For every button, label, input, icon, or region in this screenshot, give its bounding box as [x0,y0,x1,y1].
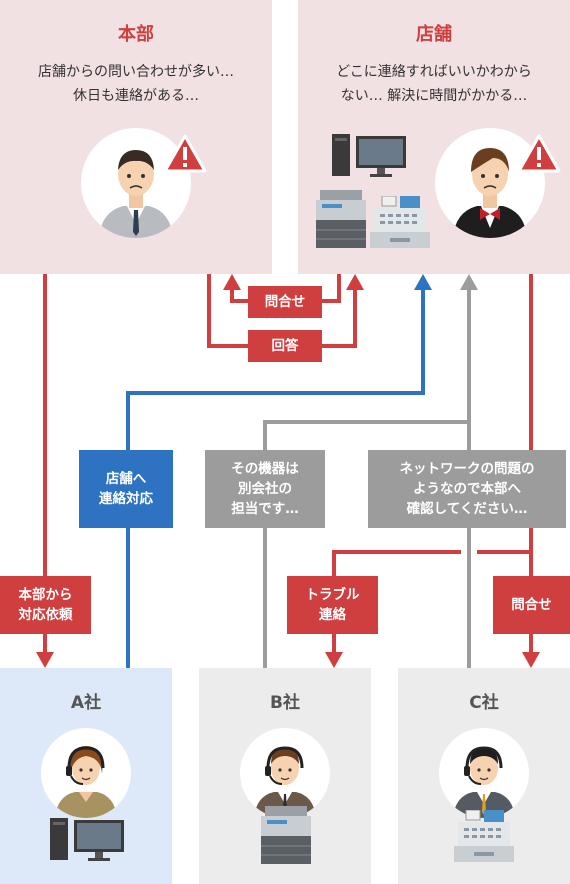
operator-man-icon [254,746,316,818]
hq-box: 本部 店舗からの問い合わせが多い… 休日も連絡がある… [0,0,272,274]
company-b-avatar [240,728,330,818]
company-a-box: A社 [0,668,172,884]
man-suit-icon [99,150,173,238]
store-title: 店舗 [416,24,452,45]
pc-icon [50,818,124,861]
register-icon [454,810,514,862]
copier-icon [261,806,311,864]
hq-title: 本部 [118,24,154,45]
company-c-box: C社 [398,668,570,884]
company-a-avatar [41,728,131,818]
store-contact-label: 店舗へ 連絡対応 [79,450,173,528]
network-problem-label: ネットワークの問題の ようなので本部へ 確認してください… [368,450,566,528]
waiter-icon [453,148,527,238]
company-a-title: A社 [70,693,102,713]
warning-icon [163,134,207,173]
hq-description: 店舗からの問い合わせが多い… 休日も連絡がある… [38,64,234,104]
hq-avatar [81,128,191,238]
a-to-store-arrow [126,274,432,668]
operator-woman-icon [55,746,117,818]
warning-icon [517,134,561,173]
company-c-avatar [439,728,529,818]
store-description: どこに連絡すればいいかわから ない… 解決に時間がかかる… [336,64,532,104]
other-company-label: その機器は 別会社の 担当です… [205,450,325,528]
answer-label: 回答 [248,330,322,362]
trouble-contact-label: トラブル 連絡 [287,576,378,634]
company-c-title: C社 [469,693,499,713]
hq-request-label: 本部から 対応依頼 [0,576,91,634]
store-avatar [435,128,545,238]
inquiry-label-right: 問合せ [493,576,570,634]
operator-man-icon [453,746,515,818]
register-icon [370,196,430,248]
inquiry-label-top: 問合せ [248,286,322,318]
company-b-title: B社 [270,693,300,713]
company-b-box: B社 [199,668,371,884]
copier-icon [316,190,366,248]
pc-icon [332,134,406,177]
store-box: 店舗 どこに連絡すればいいかわから ない… 解決に時間がかかる… [298,0,570,274]
